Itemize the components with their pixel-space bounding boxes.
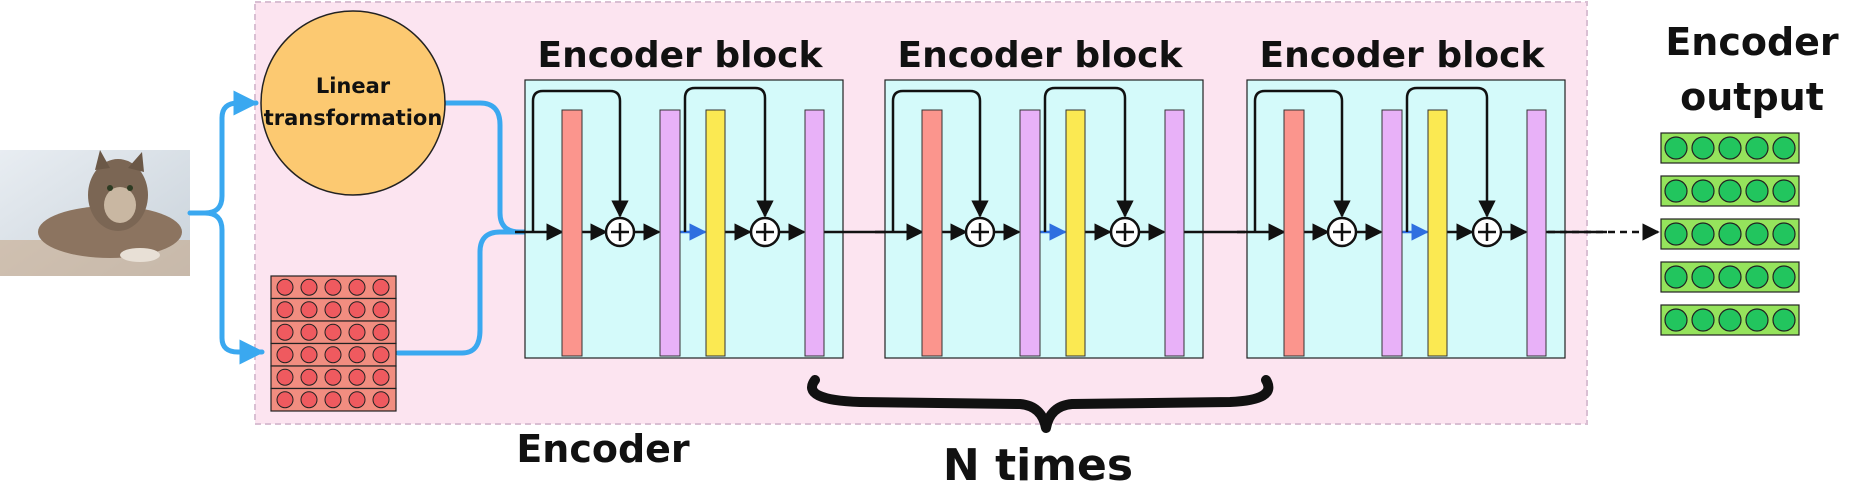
patch-dot: [324, 323, 342, 341]
norm-bar: [1381, 109, 1403, 357]
add-node-icon: [604, 216, 636, 248]
output-dot: [1718, 179, 1742, 203]
patch-dot: [348, 391, 366, 409]
attention-bar: [921, 109, 943, 357]
feed-forward-bar: [705, 109, 726, 357]
attention-bar: [1283, 109, 1305, 357]
patch-dot: [348, 346, 366, 364]
output-token-grid-icon: [1660, 132, 1800, 336]
patch-dot: [276, 368, 294, 386]
output-dot: [1745, 136, 1769, 160]
output-dot: [1745, 179, 1769, 203]
output-dot: [1691, 265, 1715, 289]
input-flow-lines: [187, 90, 533, 365]
add-node-icon: [1326, 216, 1358, 248]
patch-dot: [300, 391, 318, 409]
patch-dot: [372, 368, 390, 386]
output-dot: [1664, 308, 1688, 332]
patch-dot: [348, 323, 366, 341]
feed-forward-bar: [1427, 109, 1448, 357]
patch-dot: [372, 323, 390, 341]
encoder-block: Encoder block: [1237, 35, 1607, 359]
patch-dot: [324, 278, 342, 296]
feed-forward-bar: [1065, 109, 1086, 357]
encoder-block-title: Encoder block: [538, 35, 824, 76]
patch-dot: [372, 301, 390, 319]
encoder-block-title: Encoder block: [898, 35, 1184, 76]
output-dot: [1772, 265, 1796, 289]
encoder-blocks: Encoder block Encoder block Encoder block: [515, 35, 1607, 359]
output-dot: [1664, 222, 1688, 246]
encoder-output-title-line1: Encoder: [1665, 20, 1839, 64]
output-dot: [1718, 308, 1742, 332]
patch-dot: [300, 323, 318, 341]
patch-dot: [372, 391, 390, 409]
patch-dot: [300, 301, 318, 319]
output-dot: [1664, 179, 1688, 203]
add-node-icon: [1109, 216, 1141, 248]
output-dot: [1691, 308, 1715, 332]
encoder-label: Encoder: [516, 427, 690, 471]
output-dot: [1772, 308, 1796, 332]
patch-dot: [300, 346, 318, 364]
residual-connection: [1253, 89, 1351, 233]
encoder-block-title: Encoder block: [1260, 35, 1546, 76]
patch-dot: [348, 278, 366, 296]
output-dot: [1772, 179, 1796, 203]
patch-dot: [324, 391, 342, 409]
patch-dot: [324, 368, 342, 386]
add-node-icon: [1471, 216, 1503, 248]
output-dot: [1664, 136, 1688, 160]
norm-bar: [804, 109, 825, 357]
encoder-block: Encoder block: [875, 35, 1245, 359]
output-dot: [1664, 265, 1688, 289]
residual-connection: [683, 86, 774, 232]
norm-bar: [1526, 109, 1547, 357]
encoder-block: Encoder block: [515, 35, 885, 359]
patch-dot: [300, 278, 318, 296]
patch-dot: [276, 346, 294, 364]
output-dot: [1745, 265, 1769, 289]
linear-label-line2: transformation: [264, 106, 443, 130]
patch-dot: [276, 391, 294, 409]
encoder-output-title-line2: output: [1680, 75, 1824, 119]
norm-bar: [1019, 109, 1041, 357]
linear-transformation-node: Linear transformation: [260, 10, 446, 196]
n-times-label: N times: [943, 440, 1133, 491]
attention-bar: [561, 109, 583, 357]
norm-bar: [1164, 109, 1185, 357]
output-dot: [1772, 222, 1796, 246]
output-dot: [1772, 136, 1796, 160]
residual-connection: [1405, 86, 1496, 232]
output-dot: [1691, 136, 1715, 160]
output-dot: [1691, 222, 1715, 246]
output-dot: [1745, 308, 1769, 332]
residual-connection: [891, 89, 989, 233]
n-times-brace: [807, 375, 1274, 433]
patch-dot: [348, 301, 366, 319]
add-node-icon: [749, 216, 781, 248]
patch-dot: [372, 346, 390, 364]
residual-connection: [531, 89, 629, 232]
patch-embedding-grid-icon: [270, 275, 397, 412]
add-node-icon: [964, 216, 996, 248]
patch-dot: [372, 278, 390, 296]
patch-dot: [348, 368, 366, 386]
norm-bar: [659, 109, 681, 357]
patch-dot: [324, 301, 342, 319]
patch-dot: [276, 278, 294, 296]
patch-dot: [276, 301, 294, 319]
patch-dot: [324, 346, 342, 364]
patch-dot: [300, 368, 318, 386]
output-dot: [1718, 265, 1742, 289]
cat-photo-icon: [0, 150, 190, 276]
output-dot: [1745, 222, 1769, 246]
residual-connection: [1043, 86, 1134, 232]
linear-label-line1: Linear: [316, 74, 391, 98]
patch-dot: [276, 323, 294, 341]
output-dot: [1691, 179, 1715, 203]
output-dot: [1718, 136, 1742, 160]
output-dot: [1718, 222, 1742, 246]
